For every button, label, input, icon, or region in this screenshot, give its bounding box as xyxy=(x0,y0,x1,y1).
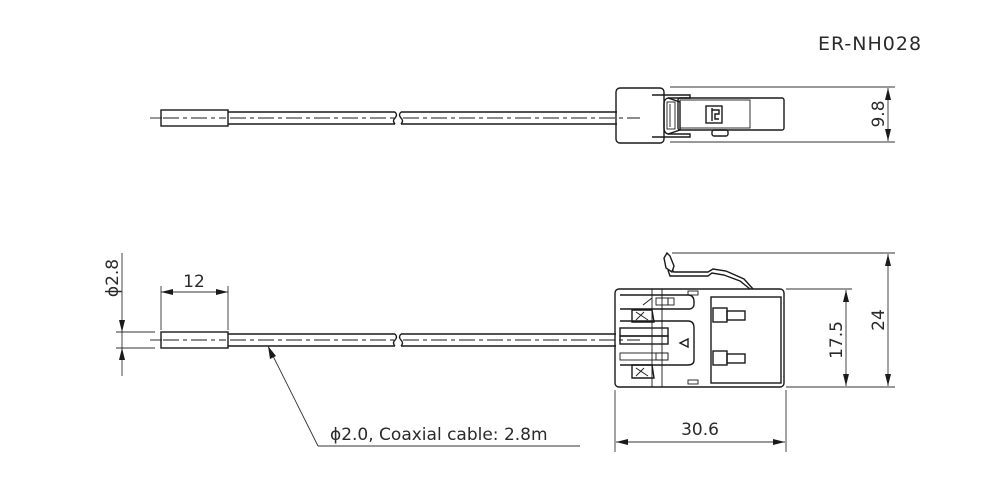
side-connector-housing xyxy=(614,288,785,388)
part-number-label: ER-NH028 xyxy=(818,33,922,55)
top-view: 9.8 xyxy=(150,86,895,144)
overall-height-dimension: 24 xyxy=(869,309,889,331)
side-view: ϕ2.8 12 ϕ2.0, Coaxial cable: 2.8m xyxy=(103,251,895,452)
connector-length-dimension: 30.6 xyxy=(681,420,719,440)
top-connector-body xyxy=(677,97,785,131)
top-ferrule xyxy=(160,109,229,127)
top-connector-boot xyxy=(615,87,665,144)
body-height-dimension: 17.5 xyxy=(827,321,847,359)
ferrule-length-dimension: 12 xyxy=(183,272,205,292)
side-ferrule xyxy=(160,331,229,349)
ferrule-diameter-dimension: ϕ2.8 xyxy=(103,259,123,297)
top-height-dimension: 9.8 xyxy=(869,100,889,127)
cable-callout-label: ϕ2.0, Coaxial cable: 2.8m xyxy=(330,425,548,445)
